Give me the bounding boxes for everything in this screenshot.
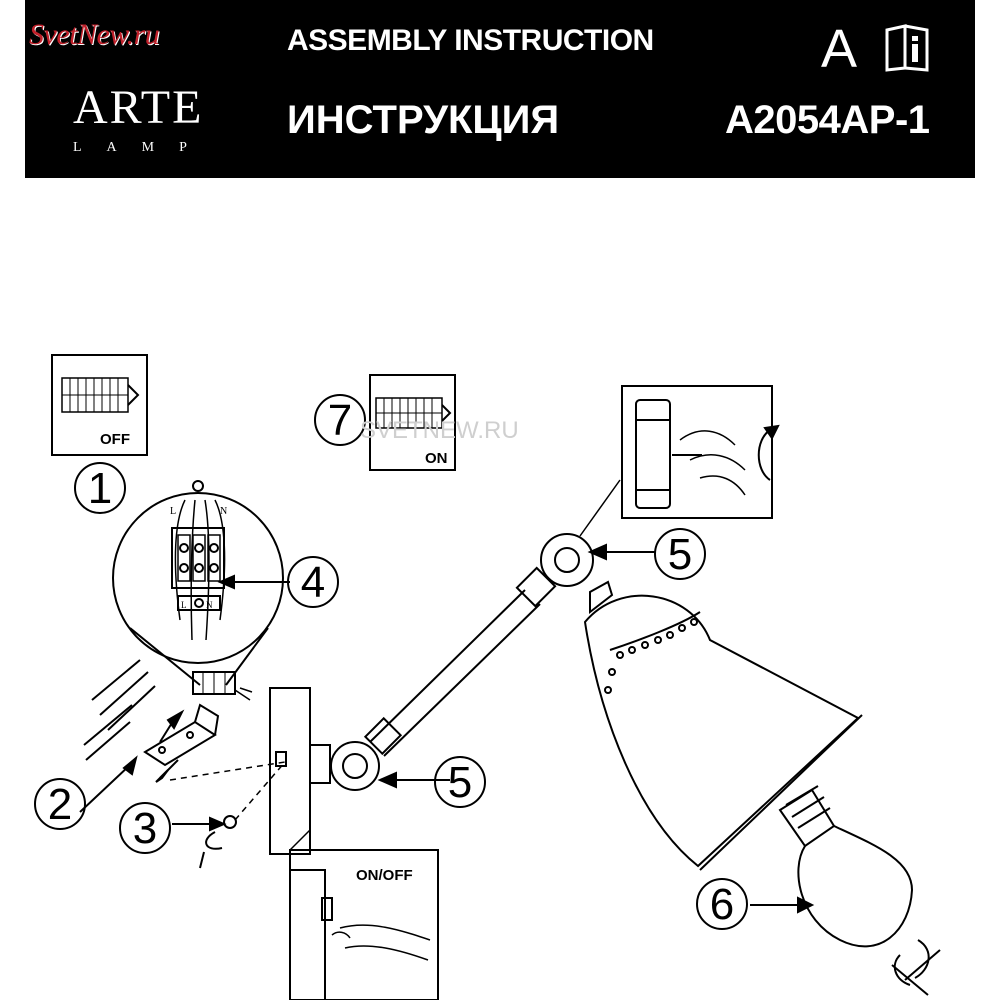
step-5-lower-circle: [434, 756, 486, 808]
step-1-number: 1: [88, 464, 112, 513]
terminal-on-panel: [369, 374, 456, 471]
wall-plate: [269, 687, 311, 855]
step-2-number: 2: [48, 780, 72, 829]
lamp-shade: [583, 580, 863, 871]
step-6-circle: [696, 878, 748, 930]
wall-hatching: [83, 659, 156, 761]
info-book-icon: [885, 24, 929, 72]
knob-detail-box: [579, 385, 780, 537]
section-letter: A: [821, 19, 858, 79]
step-2-circle: [34, 778, 86, 830]
screw: [223, 815, 237, 829]
switch-detail-box: [289, 829, 439, 1000]
brand-name: ARTE: [73, 81, 204, 134]
header-bar: SvetNew.ru ARTE LAMP ASSEMBLY INSTRUCTIO…: [25, 0, 975, 178]
title-russian: ИНСТРУКЦИЯ: [287, 98, 560, 142]
mounting-bracket: [143, 703, 220, 767]
step-5-upper-number: 5: [668, 530, 692, 579]
step-5-upper-circle: [654, 528, 706, 580]
terminal-n-label: N: [220, 506, 227, 517]
light-bulb: [778, 785, 914, 948]
terminal-l-label: L: [170, 506, 176, 517]
watermark-text: SVETNEW.RU: [360, 417, 519, 444]
model-number: A2054AP-1: [725, 98, 930, 142]
step-7-circle: [314, 394, 366, 446]
logo-script-text: SvetNew.ru: [29, 18, 160, 51]
step-4-number: 4: [301, 558, 325, 607]
rotate-arrow-icon: [891, 939, 941, 996]
terminal-bottom-l-label: L: [181, 600, 187, 610]
terminal-bottom-n-label: N: [206, 600, 213, 610]
step-7-number: 7: [328, 396, 352, 445]
step-4-circle: [287, 556, 339, 608]
step-5-lower-number: 5: [448, 758, 472, 807]
step-3-circle: [119, 802, 171, 854]
on-label: ON: [425, 450, 448, 467]
step-3-number: 3: [133, 804, 157, 853]
wiring-detail: [112, 480, 284, 686]
title-english: ASSEMBLY INSTRUCTION: [287, 24, 654, 57]
terminal-block: [192, 671, 253, 701]
step-1-circle: [74, 462, 126, 514]
step-6-number: 6: [710, 880, 734, 929]
onoff-label: ON/OFF: [356, 867, 413, 884]
lamp-arm: [309, 533, 594, 791]
terminal-off-panel: [51, 354, 148, 456]
off-label: OFF: [100, 431, 130, 448]
brand-subtitle: LAMP: [73, 140, 212, 155]
